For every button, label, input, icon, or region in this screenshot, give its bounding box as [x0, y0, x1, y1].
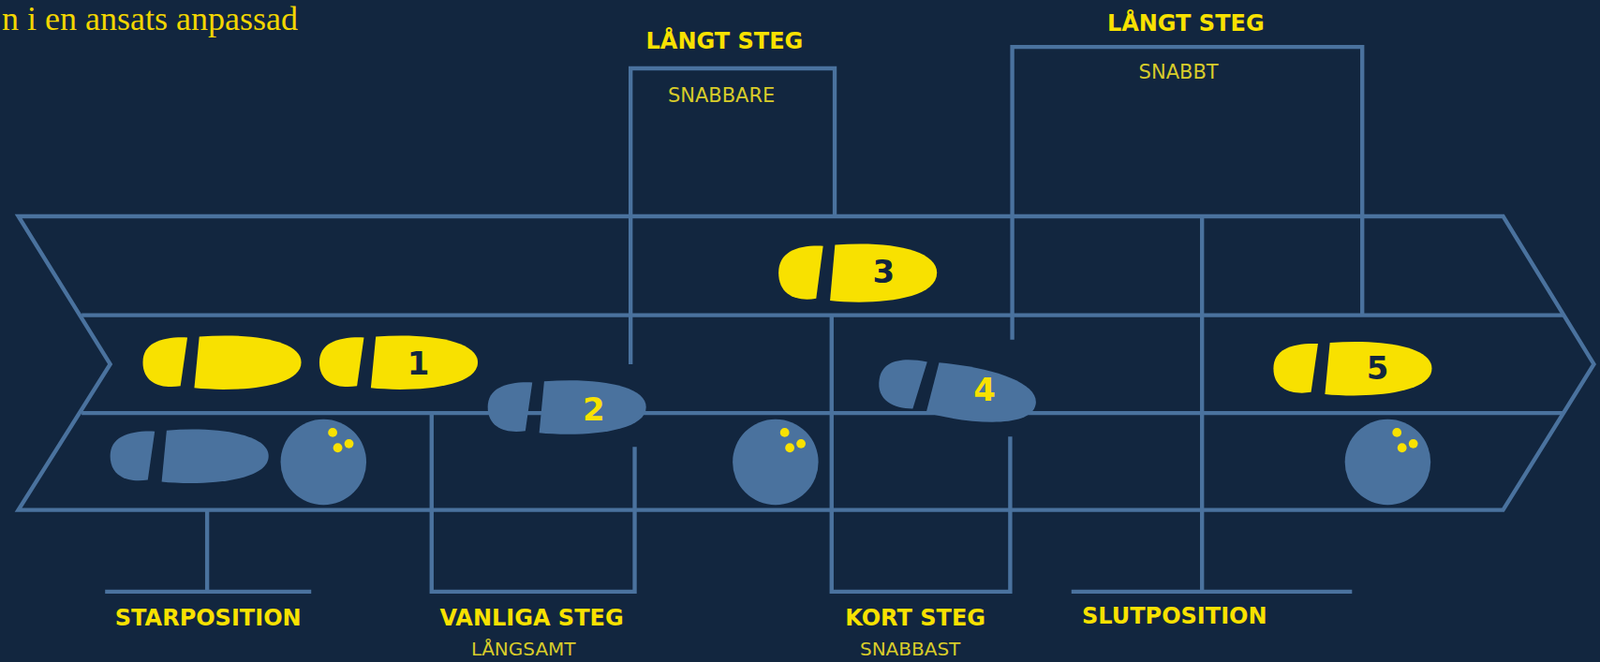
callout-number: 5 — [1366, 352, 1390, 387]
callout-number: 4 — [973, 372, 996, 408]
speed-note: SNABBARE — [667, 86, 775, 108]
callout-number: 2 — [582, 392, 606, 428]
footprints — [110, 243, 1433, 484]
position-label: SLUTPOSITION — [1081, 604, 1268, 629]
step-heading: LÅNGT STEG — [646, 28, 804, 53]
step-heading: KORT STEG — [844, 606, 986, 631]
lane-grid — [18, 46, 1595, 593]
callout-number: 1 — [407, 346, 430, 382]
speed-note: SNABBAST — [859, 638, 961, 660]
step-heading: LÅNGT STEG — [1107, 11, 1265, 36]
position-label: STARPOSITION — [115, 606, 302, 631]
bowling-balls — [281, 419, 1432, 506]
speed-note: LÅNGSAMT — [471, 638, 577, 660]
step-heading: VANLIGA STEG — [439, 606, 623, 631]
callout-number: 3 — [872, 254, 895, 290]
intro-text: n i en ansats anpassad — [1, 0, 298, 39]
speed-note: SNABBT — [1139, 62, 1219, 85]
